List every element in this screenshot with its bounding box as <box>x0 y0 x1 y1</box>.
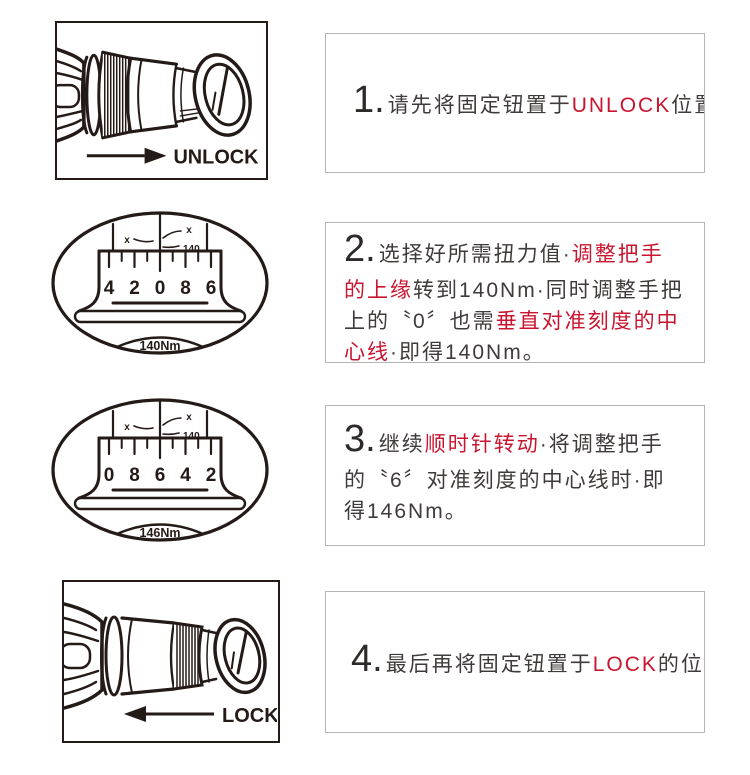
major-ticks <box>107 249 213 273</box>
step-3-highlight: 顺时针转动 <box>424 433 540 456</box>
lock-arrow-icon <box>124 706 214 722</box>
torque-reading: 140Nm <box>140 339 181 353</box>
step-2-seg: 选择好所需扭力值· <box>378 243 572 266</box>
step-1-seg: 请先将固定钮置于 <box>387 94 572 117</box>
step-3-box: 3.继续顺时针转动·将调整把手 的〝6〞对准刻度的中心线时·即 得146Nm。 <box>325 405 705 546</box>
step-3-seg: 的〝6〞对准刻度的中心线时·即 <box>344 469 666 492</box>
scale-number: 2 <box>206 465 217 486</box>
step-1-highlight: UNLOCK <box>571 94 672 117</box>
minor-ticks <box>120 437 200 449</box>
multiplier-mark-left: x <box>124 422 130 433</box>
step-4-highlight: LOCK <box>592 653 658 676</box>
step-2-seg: 上的〝0〞也需 <box>344 310 496 333</box>
step-3-text: 3.继续顺时针转动·将调整把手 的〝6〞对准刻度的中心线时·即 得146Nm。 <box>326 406 704 527</box>
step-3-seg: ·将调整把手 <box>539 433 664 456</box>
step-1-seg: 位置 <box>671 94 704 117</box>
micro-scale-value: 140 <box>183 431 200 442</box>
step-2-text: 2.选择好所需扭力值·调整把手 的上缘转到140Nm·同时调整手把 上的〝0〞也… <box>326 223 704 363</box>
unlock-label: UNLOCK <box>173 147 259 169</box>
scale-number: 8 <box>180 278 191 299</box>
step-3-seg: 继续 <box>378 433 425 456</box>
step-4-seg: 最后再将固定钮置于 <box>385 653 593 676</box>
step-2-number: 2. <box>344 228 376 270</box>
knurl-texture <box>176 623 199 689</box>
figure-lock-wrench: LOCK <box>62 580 280 743</box>
torque-reading: 146Nm <box>140 526 181 540</box>
step-3-seg: 得146Nm。 <box>344 500 468 523</box>
figure-scale-140: x x 140 4 2 0 8 6 140Nm <box>49 209 271 359</box>
step-4-box: 4.最后再将固定钮置于LOCK的位置 <box>325 591 705 733</box>
step-1-text: 1.请先将固定钮置于UNLOCK位置 <box>353 81 704 121</box>
scale-number: 6 <box>206 278 217 299</box>
step-2-highlight: 的上缘 <box>344 279 413 302</box>
step-2-highlight: 心线 <box>344 341 390 363</box>
scale-number: 0 <box>104 465 115 486</box>
step-4-seg: 的位置 <box>657 653 704 676</box>
multiplier-mark-right: x <box>186 225 192 236</box>
unlock-arrow-icon <box>86 147 167 164</box>
lock-wrench-drawing: LOCK <box>64 602 277 727</box>
unlock-wrench-drawing: UNLOCK <box>57 47 259 169</box>
step-2-highlight: 垂直对准刻度的中 <box>495 310 680 333</box>
scale-number: 4 <box>104 278 115 299</box>
major-ticks <box>107 436 213 460</box>
step-4-text: 4.最后再将固定钮置于LOCK的位置 <box>351 640 704 680</box>
scale-number: 4 <box>180 465 191 486</box>
scale-dial-140-drawing: x x 140 4 2 0 8 6 140Nm <box>51 211 269 355</box>
multiplier-mark-left: x <box>124 235 130 246</box>
step-2-highlight: 调整把手 <box>571 243 664 266</box>
minor-ticks <box>120 250 200 262</box>
lock-label: LOCK <box>222 705 277 727</box>
scale-numbers: 0 8 6 4 2 <box>104 465 217 486</box>
step-2-box: 2.选择好所需扭力值·调整把手 的上缘转到140Nm·同时调整手把 上的〝0〞也… <box>325 222 705 363</box>
micro-scale-value: 140 <box>183 244 200 255</box>
scale-number: 8 <box>129 465 140 486</box>
scale-number: 6 <box>155 465 166 486</box>
step-4-number: 4. <box>351 638 383 680</box>
step-2-seg: 转到140Nm·同时调整手把 <box>413 279 684 302</box>
step-1-box: 1.请先将固定钮置于UNLOCK位置 <box>325 33 705 173</box>
step-1-number: 1. <box>353 79 385 121</box>
knurl-texture <box>104 52 130 138</box>
step-2-seg: ·即得140Nm。 <box>390 341 546 363</box>
figure-scale-146: x x 140 0 8 6 4 2 146Nm <box>49 396 271 546</box>
figure-unlock-wrench: UNLOCK <box>55 21 268 180</box>
scale-dial-146-drawing: x x 140 0 8 6 4 2 146Nm <box>51 398 269 542</box>
multiplier-mark-right: x <box>186 412 192 423</box>
scale-number: 0 <box>155 278 166 299</box>
scale-numbers: 4 2 0 8 6 <box>104 278 217 299</box>
step-3-number: 3. <box>344 418 376 460</box>
scale-number: 2 <box>129 278 140 299</box>
